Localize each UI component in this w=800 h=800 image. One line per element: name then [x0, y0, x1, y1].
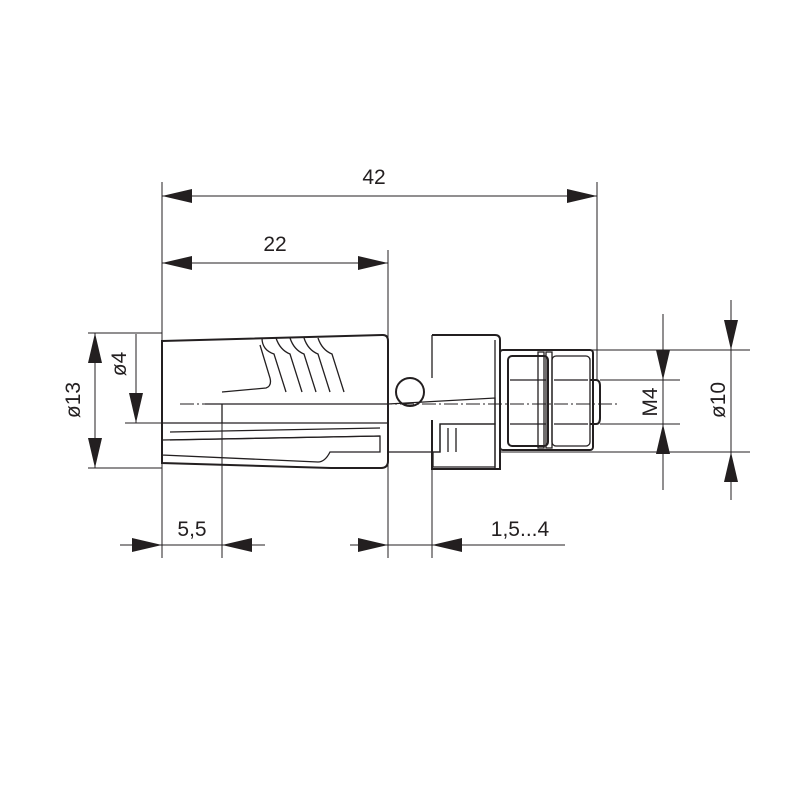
flange-collar [431, 334, 501, 470]
dimension-bore-diameter: ø4 [108, 334, 143, 423]
dim-label-bore-diameter: ø4 [108, 351, 131, 376]
dimension-flange-diameter: ø10 [707, 300, 738, 500]
dim-label-panel-thickness: 1,5...4 [491, 518, 550, 541]
connector-part [161, 333, 620, 470]
dimension-panel-thickness: 1,5...4 [350, 518, 565, 552]
insulator-body-outline [161, 333, 389, 469]
contact-pin-lower [432, 423, 496, 468]
dim-label-thread-size: M4 [639, 387, 662, 416]
dim-label-body-length: 22 [263, 233, 286, 256]
dimension-thread-size: M4 [639, 314, 670, 490]
grip-ribs [221, 337, 345, 393]
extension-lines [88, 182, 750, 558]
contact-pin-section [387, 397, 496, 453]
dimension-body-length: 22 [162, 233, 388, 270]
dim-label-overall-length: 42 [362, 166, 385, 189]
dim-label-outer-diameter: ø13 [62, 382, 85, 418]
dim-label-flange-diameter: ø10 [707, 382, 730, 418]
lower-sleeve-section [161, 435, 381, 463]
dimension-outer-diameter: ø13 [62, 333, 102, 468]
hex-nut [507, 355, 549, 447]
spring-ball [395, 377, 425, 407]
thread-end [590, 379, 601, 425]
dimension-bore-offset: 5,5 [120, 518, 265, 552]
washers [537, 351, 591, 449]
dimension-overall-length: 42 [162, 166, 597, 203]
dim-label-bore-offset: 5,5 [177, 518, 206, 541]
